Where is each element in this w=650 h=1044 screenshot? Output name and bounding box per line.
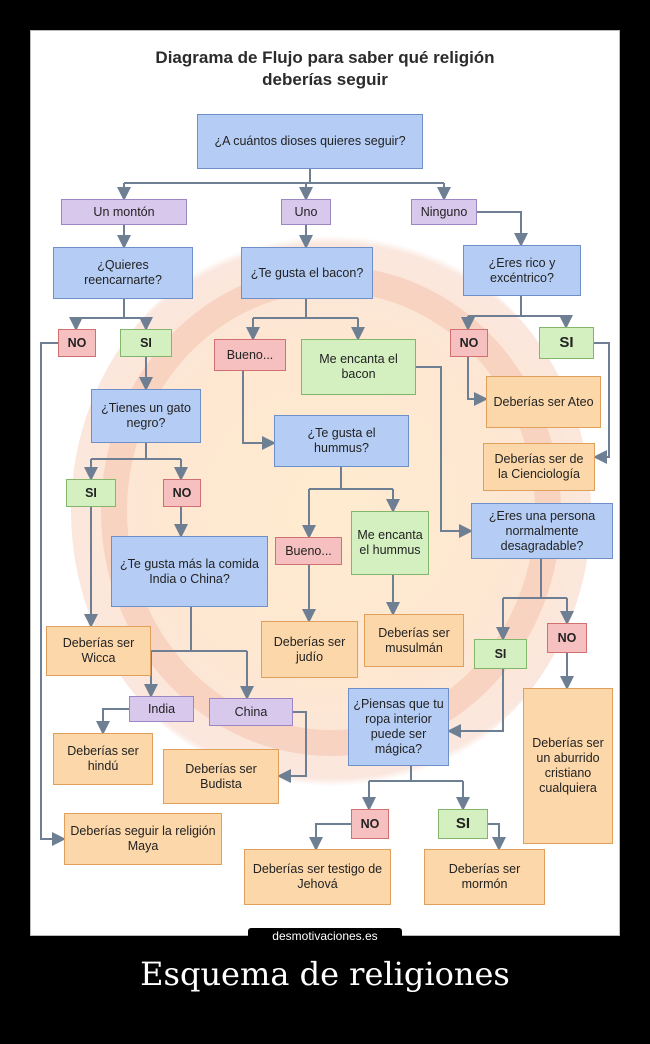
caption: Esquema de religiones: [140, 955, 510, 993]
result-cienciologia: Deberías ser de la Cienciología: [483, 443, 595, 491]
result-maya: Deberías seguir la religión Maya: [64, 813, 222, 865]
option-uno: Uno: [281, 199, 331, 225]
edge-china-budista: [277, 711, 307, 783]
flow-connectors: [40, 169, 610, 851]
answer-si-desagradable: SI: [474, 639, 527, 669]
answer-bueno-hummus: Bueno...: [275, 537, 342, 565]
option-un-monton: Un montón: [61, 199, 187, 225]
result-mormon: Deberías ser mormón: [424, 849, 545, 905]
question-reencarnarte: ¿Quieres reencarnarte?: [53, 247, 193, 299]
answer-encanta-bacon: Me encanta el bacon: [301, 339, 416, 395]
answer-bueno-bacon: Bueno...: [214, 339, 286, 371]
question-desagradable: ¿Eres una persona normalmente desagradab…: [471, 503, 613, 559]
diagram-title-line1: Diagrama de Flujo para saber qué religió…: [155, 48, 495, 67]
answer-no-ropa: NO: [351, 809, 389, 839]
edge-hummus-split: [309, 467, 393, 490]
result-cristiano: Deberías ser un aburrido cristiano cualq…: [523, 688, 613, 844]
answer-si-reencarnarte: SI: [120, 329, 172, 357]
question-bacon: ¿Te gusta el bacon?: [241, 247, 373, 299]
result-jehova: Deberías ser testigo de Jehová: [244, 849, 391, 905]
option-china: China: [209, 698, 293, 726]
edge-ropa-split: [369, 766, 463, 782]
edge-rico-split: [468, 296, 566, 317]
answer-si-gato: SI: [66, 479, 116, 507]
edge-ninguno-rico: [476, 211, 528, 247]
result-ateo: Deberías ser Ateo: [486, 376, 601, 428]
answer-no-rico: NO: [450, 329, 488, 357]
option-ninguno: Ninguno: [411, 199, 477, 225]
question-ropa-interior: ¿Piensas que tu ropa interior puede ser …: [348, 688, 449, 766]
watermark: desmotivaciones.es: [248, 928, 402, 944]
result-wicca: Deberías ser Wicca: [46, 626, 151, 676]
poster-frame: Diagrama de Flujo para saber qué religió…: [30, 30, 620, 936]
edge-no-rico-ateo: [467, 357, 488, 406]
answer-no-gato: NO: [163, 479, 201, 507]
answer-si-ropa: SI: [438, 809, 488, 839]
answer-encanta-hummus: Me encanta el hummus: [351, 511, 429, 575]
question-comida-india-china: ¿Te gusta más la comida India o China?: [111, 536, 268, 607]
edge-india-hindu: [96, 708, 129, 735]
answer-no-desagradable: NO: [547, 623, 587, 653]
result-judio: Deberías ser judío: [261, 621, 358, 678]
edge-si-desagradable-ropa: [447, 669, 504, 738]
question-rico-excentrico: ¿Eres rico y excéntrico?: [463, 245, 581, 296]
diagram-title-line2: deberías seguir: [262, 70, 388, 89]
option-india: India: [129, 696, 194, 722]
edge-no-reencarnar-maya: [40, 342, 66, 846]
question-gato-negro: ¿Tienes un gato negro?: [91, 389, 201, 443]
edge-si-rico-cienciologia: [593, 342, 610, 464]
edge-bueno-bacon-hummus: [242, 371, 276, 450]
edge-desagradable-split: [503, 559, 567, 599]
result-budista: Deberías ser Budista: [163, 749, 279, 804]
question-dioses: ¿A cuántos dioses quieres seguir?: [197, 114, 423, 169]
answer-si-rico: SI: [539, 327, 594, 359]
edge-dioses-split: [124, 169, 444, 184]
edge-encanta-bacon-desagradable: [416, 366, 473, 538]
edge-gato-split: [91, 443, 181, 460]
edge-no-ropa-jehova: [309, 823, 351, 851]
answer-no-reencarnarte: NO: [58, 329, 96, 357]
result-musulman: Deberías ser musulmán: [364, 614, 464, 667]
result-hindu: Deberías ser hindú: [53, 733, 153, 785]
edge-reencarnar-split: [76, 299, 146, 319]
edge-bacon-split: [253, 299, 358, 319]
edge-si-ropa-mormon: [488, 823, 506, 851]
question-hummus: ¿Te gusta el hummus?: [274, 415, 409, 467]
edge-comida-split: [151, 607, 247, 652]
